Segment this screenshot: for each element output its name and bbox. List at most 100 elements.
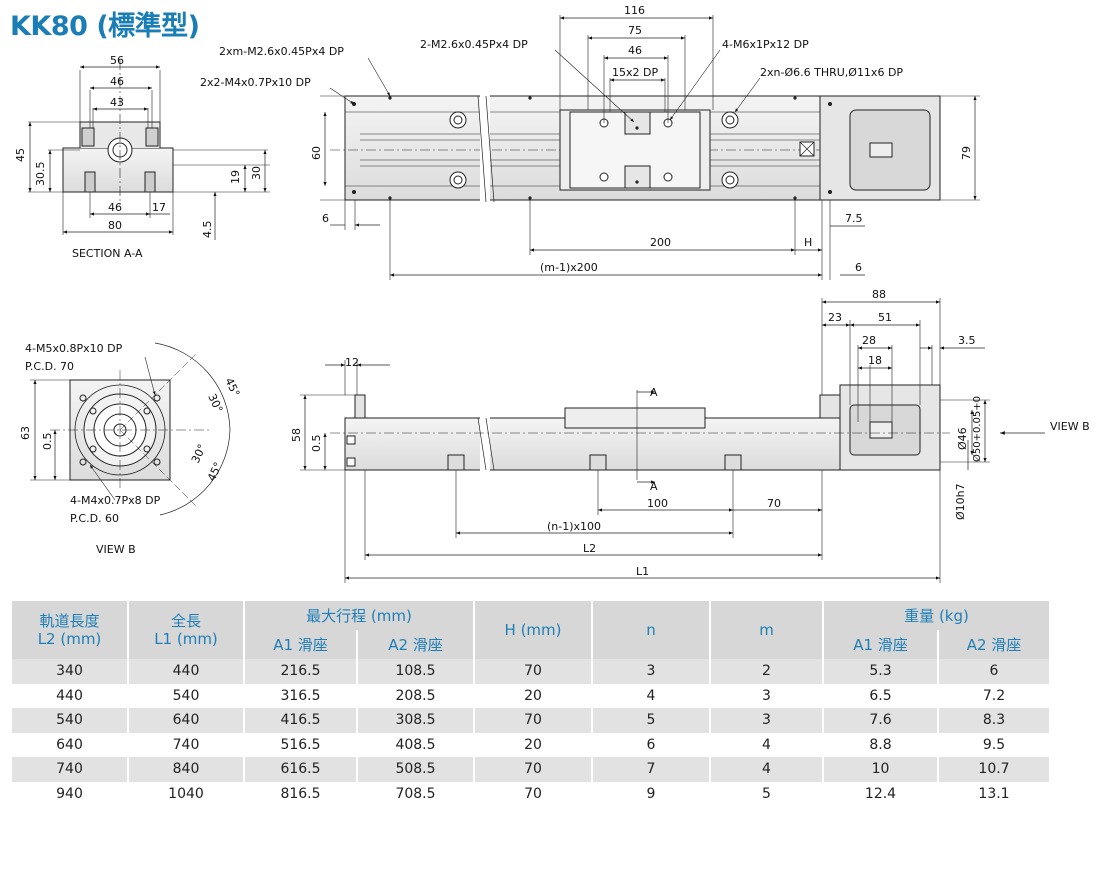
dim-n-1: (n-1)x100 [547, 520, 601, 533]
header-rail-length: 軌道長度 L2 (mm) [12, 601, 129, 659]
table-cell: 816.5 [244, 781, 358, 806]
dim-4-5: 4.5 [201, 221, 214, 239]
table-cell: 940 [12, 781, 129, 806]
header-weight: 重量 (kg) [823, 601, 1052, 630]
dim-12: 12 [345, 356, 359, 369]
table-cell: 616.5 [244, 757, 358, 782]
table-cell: 7.2 [938, 683, 1052, 708]
table-cell: 440 [128, 659, 245, 684]
note-m4-8: 4-M4x0.7Px8 DP [70, 494, 161, 507]
section-a-marker-bottom: A [650, 480, 658, 493]
table-cell: 5 [710, 781, 825, 806]
dim-58: 58 [290, 428, 303, 442]
pcd-70: P.C.D. 70 [25, 360, 74, 373]
dim-75: 75 [628, 24, 642, 37]
dim-15x2: 15x2 DP [612, 66, 658, 79]
header-weight-a2: A2 滑座 [938, 630, 1052, 659]
header-stroke-a1: A1 滑座 [244, 630, 358, 659]
view-b-label: VIEW B [96, 543, 136, 556]
table-cell: 640 [12, 732, 129, 757]
dim-63: 63 [19, 426, 32, 440]
table-cell: 408.5 [357, 732, 476, 757]
table-cell: 340 [12, 659, 129, 684]
dim-100: 100 [647, 497, 668, 510]
dim-h: H [804, 236, 812, 249]
table-cell: 8.8 [823, 732, 940, 757]
table-cell: 7.6 [823, 708, 940, 733]
section-a-marker-top: A [650, 386, 658, 399]
table-cell: 3 [710, 683, 825, 708]
dim-30-5: 30.5 [34, 162, 47, 187]
table-cell: 13.1 [938, 781, 1052, 806]
top-view [320, 15, 980, 280]
dim-6-a: 6 [322, 212, 329, 225]
header-m: m [710, 601, 825, 659]
dim-46-b: 46 [108, 201, 122, 214]
spec-table: 軌道長度 L2 (mm) 全長 L1 (mm) 最大行程 (mm) H (mm)… [12, 601, 1052, 806]
table-cell: 4 [710, 757, 825, 782]
note-m5: 4-M5x0.8Px10 DP [25, 342, 123, 355]
dim-23: 23 [828, 311, 842, 324]
dim-30: 30 [250, 166, 263, 180]
table-cell: 308.5 [357, 708, 476, 733]
dim-51: 51 [878, 311, 892, 324]
table-cell: 440 [12, 683, 129, 708]
table-cell: 6 [592, 732, 712, 757]
note-m2-6-x4: 2xm-M2.6x0.45Px4 DP [219, 45, 344, 58]
dim-l1: L1 [636, 565, 649, 578]
table-cell: 1040 [128, 781, 245, 806]
table-cell: 540 [128, 683, 245, 708]
table-cell: 10.7 [938, 757, 1052, 782]
dim-88: 88 [872, 288, 886, 301]
table-cell: 740 [12, 757, 129, 782]
table-cell: 70 [474, 659, 594, 684]
table-cell: 4 [592, 683, 712, 708]
table-cell: 540 [12, 708, 129, 733]
table-cell: 516.5 [244, 732, 358, 757]
note-thru: 2xn-Ø6.6 THRU,Ø11x6 DP [760, 66, 903, 79]
table-cell: 8.3 [938, 708, 1052, 733]
dim-70: 70 [767, 497, 781, 510]
table-cell: 3 [710, 708, 825, 733]
table-cell: 70 [474, 708, 594, 733]
header-total-length: 全長 L1 (mm) [128, 601, 245, 659]
view-b-arrow-label: VIEW B [1050, 420, 1090, 433]
dim-43: 43 [110, 96, 124, 109]
technical-drawing: 56 46 43 45 30.5 19 30 46 17 80 4.5 SECT… [14, 4, 1090, 583]
header-n: n [592, 601, 712, 659]
table-cell: 20 [474, 732, 594, 757]
dim-18: 18 [868, 354, 882, 367]
dim-46-c: 46 [628, 44, 642, 57]
table-cell: 6 [938, 659, 1052, 684]
table-cell: 9.5 [938, 732, 1052, 757]
side-view [300, 298, 1045, 583]
note-m2-6-2: 2-M2.6x0.45Px4 DP [420, 38, 528, 51]
table-cell: 2 [710, 659, 825, 684]
dim-dia-50: Ø50+0.05+0 [971, 396, 983, 462]
page-title: KK80 (標準型) [10, 11, 200, 42]
dim-116: 116 [624, 4, 645, 17]
table-cell: 12.4 [823, 781, 940, 806]
dim-46-a: 46 [110, 75, 124, 88]
header-max-stroke: 最大行程 (mm) [244, 601, 476, 630]
dim-6-b: 6 [855, 261, 862, 274]
dim-3-5: 3.5 [958, 334, 976, 347]
dim-19: 19 [229, 170, 242, 184]
table-cell: 20 [474, 683, 594, 708]
table-cell: 416.5 [244, 708, 358, 733]
dim-0-5-b: 0.5 [310, 435, 323, 453]
angle-30-b: 30° [189, 442, 209, 465]
section-a-a-label: SECTION A-A [72, 247, 143, 260]
header-total-length-label: 全長 [170, 612, 201, 630]
table-cell: 316.5 [244, 683, 358, 708]
dim-17: 17 [152, 201, 166, 214]
dim-80: 80 [108, 219, 122, 232]
table-cell: 5 [592, 708, 712, 733]
dim-0-5-a: 0.5 [41, 433, 54, 451]
table-cell: 7 [592, 757, 712, 782]
dim-56: 56 [110, 54, 124, 67]
table-cell: 508.5 [357, 757, 476, 782]
